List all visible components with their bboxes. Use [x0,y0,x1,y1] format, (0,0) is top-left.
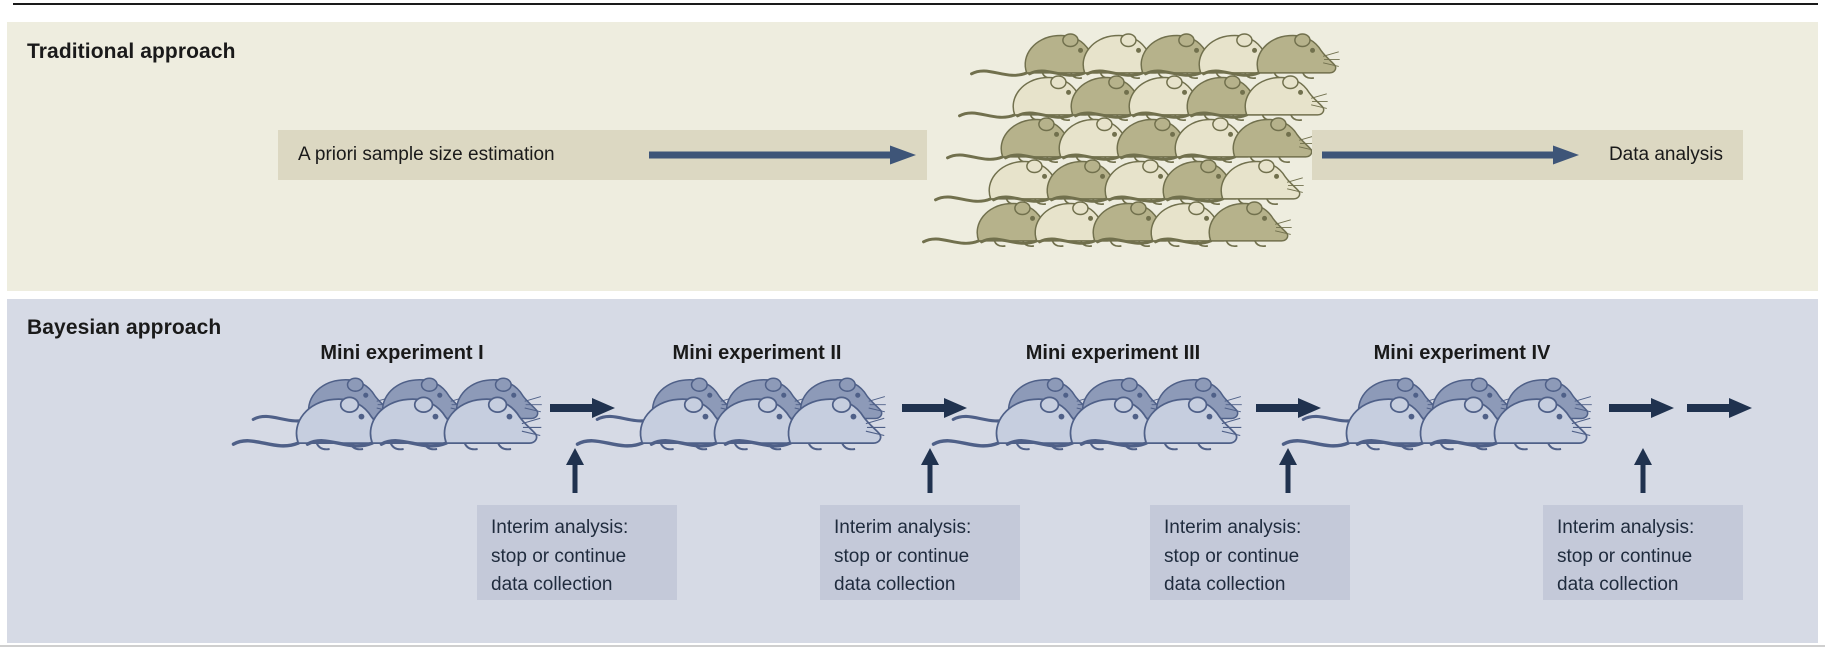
mini-experiment-1-label: Mini experiment I [320,342,484,364]
data-analysis-label: Data analysis [1608,144,1723,165]
arrow-right-icon [649,145,916,165]
mice-group-3-illustration [931,376,1244,452]
interim-analysis-box-2: Interim analysis: stop or continue data … [820,505,1020,600]
interim-line: stop or continue [834,545,970,567]
arrow-up-icon [921,448,939,493]
arrow-right-icon [1322,145,1579,165]
traditional-approach-label: Traditional approach [27,40,236,63]
arrow-right-icon [1687,398,1752,418]
mini-experiment-2-label: Mini experiment II [672,342,842,364]
mice-cluster-illustration [922,32,1342,248]
apriori-sample-size-box: A priori sample size estimation [278,130,927,180]
arrow-right-icon [902,398,967,418]
arrow-right-icon [550,398,615,418]
mini-experiment-4-label: Mini experiment IV [1373,342,1551,364]
interim-line: Interim analysis: [491,517,629,538]
top-rule [13,3,1818,5]
interim-analysis-box-4: Interim analysis: stop or continue data … [1543,505,1743,600]
interim-line: Interim analysis: [1557,517,1695,538]
mice-group-2-illustration [575,376,888,452]
interim-line: stop or continue [491,545,627,567]
arrow-right-icon [1256,398,1321,418]
bottom-rule [0,645,1825,647]
arrow-up-icon [566,448,584,493]
interim-line: Interim analysis: [834,517,972,538]
mini-experiment-3-label: Mini experiment III [1025,342,1201,364]
interim-analysis-box-1: Interim analysis: stop or continue data … [477,505,677,600]
mice-group-1-illustration [231,376,544,452]
interim-line: stop or continue [1557,545,1693,567]
mice-group-4-illustration [1281,376,1594,452]
interim-line: data collection [1164,574,1286,595]
interim-line: data collection [491,574,613,595]
data-analysis-box: Data analysis [1312,130,1743,180]
interim-analysis-box-3: Interim analysis: stop or continue data … [1150,505,1350,600]
arrow-up-icon [1634,448,1652,493]
interim-line: stop or continue [1164,545,1300,567]
apriori-sample-size-label: A priori sample size estimation [298,144,555,165]
interim-line: Interim analysis: [1164,517,1302,538]
arrow-up-icon [1279,448,1297,493]
interim-line: data collection [834,574,956,595]
bayesian-approach-label: Bayesian approach [27,316,222,339]
arrow-right-icon [1609,398,1674,418]
interim-line: data collection [1557,574,1679,595]
